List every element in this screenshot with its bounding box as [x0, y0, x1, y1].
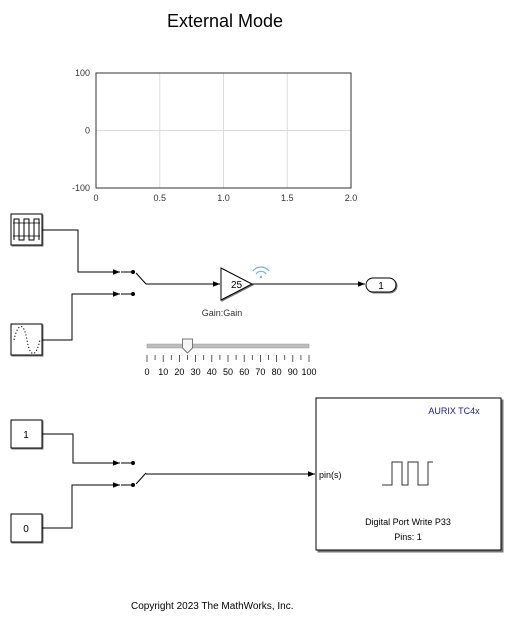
manual-switch-2[interactable] — [121, 461, 152, 487]
port-label: pin(s) — [319, 470, 342, 480]
slider-tick-label: 30 — [191, 367, 201, 377]
block-name: Digital Port Write P33 — [365, 517, 451, 527]
slider-tick-label: 10 — [158, 367, 168, 377]
pins-label: Pins: 1 — [394, 532, 422, 542]
chart-x-tick-label: 0.5 — [153, 193, 166, 203]
slider-tick-label: 40 — [207, 367, 217, 377]
chart-grid — [96, 73, 351, 188]
chart-frame — [95, 72, 352, 189]
sine-wave-block[interactable] — [10, 323, 43, 356]
slider-tick-label: 0 — [144, 367, 149, 377]
chart-x-tick-label: 2.0 — [345, 193, 358, 203]
slider-tick-label: 100 — [301, 367, 316, 377]
slider-tick-label: 60 — [239, 367, 249, 377]
signal-lines — [42, 229, 365, 529]
diagram-title: External Mode — [166, 11, 284, 31]
slider-tick-label: 90 — [288, 367, 298, 377]
signal-generator-block[interactable] — [10, 213, 43, 246]
copyright-text: Copyright 2023 The MathWorks, Inc. — [131, 601, 294, 612]
line-sine-to-switch1 — [42, 291, 120, 341]
square-wave-icon — [13, 218, 40, 241]
constant-zero-value: 0 — [23, 524, 29, 535]
slider-track — [146, 343, 310, 349]
gain-label: Gain:Gain — [202, 308, 243, 318]
chart-x-tick-label: 1.5 — [281, 193, 294, 203]
outport-label: 1 — [378, 281, 384, 292]
aurix-header: AURIX TC4x — [428, 406, 480, 416]
gain-value: 25 — [231, 280, 243, 291]
chart-x-tick-label: 0 — [93, 193, 98, 203]
slider-tick-label: 20 — [174, 367, 184, 377]
line-squarewave-to-switch1 — [42, 229, 120, 275]
constant-one-value: 1 — [23, 430, 29, 441]
pulse-icon — [382, 461, 433, 486]
wifi-icon — [252, 266, 270, 279]
constant-one-block[interactable]: 1 — [10, 419, 43, 449]
line-const0-to-switch2 — [42, 482, 120, 529]
outport-block[interactable]: 1 — [365, 277, 397, 293]
slider-thumb-handle[interactable] — [182, 338, 193, 354]
chart-y-tick-label: 0 — [85, 126, 90, 136]
slider-tick-label: 70 — [255, 367, 265, 377]
gain-block[interactable]: 25 Gain:Gain — [202, 267, 254, 318]
manual-switch-1[interactable] — [121, 270, 152, 296]
chart-y-tick-label: 100 — [75, 68, 90, 78]
slider-tick-label: 80 — [272, 367, 282, 377]
slider-tick-label: 50 — [223, 367, 233, 377]
slider-thumb[interactable] — [182, 338, 193, 354]
chart-x-tick-label: 1.0 — [217, 193, 230, 203]
digital-port-write-block[interactable]: AURIX TC4x pin(s) Digital Port Write P33… — [315, 397, 502, 551]
chart-y-tick-label: -100 — [72, 183, 90, 193]
line-const1-to-switch2 — [42, 433, 120, 466]
constant-zero-block[interactable]: 0 — [10, 513, 43, 543]
